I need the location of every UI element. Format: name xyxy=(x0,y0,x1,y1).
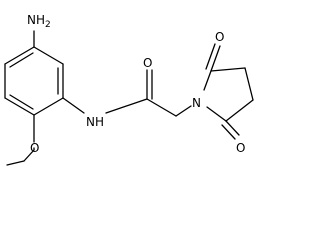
ring-oxygen-bottom-label: O xyxy=(236,141,245,155)
amine-subscript: 2 xyxy=(45,20,51,30)
amine-symbol: NH xyxy=(27,13,45,27)
bond xyxy=(33,97,64,116)
ring-nitrogen-label: N xyxy=(192,96,201,110)
bond xyxy=(206,106,227,122)
amide-nh-label: NH xyxy=(86,115,104,129)
ring-oxygen-top-label: O xyxy=(215,30,224,44)
ether-oxygen-label: O xyxy=(30,141,39,155)
bond xyxy=(244,67,254,101)
chemical-structure: NH2 NH O N O O O xyxy=(4,13,254,166)
bond xyxy=(4,97,35,116)
atom-labels: NH2 NH O N O O O xyxy=(27,13,245,155)
bond xyxy=(62,97,85,114)
bond xyxy=(6,160,25,166)
bond xyxy=(9,94,34,110)
amide-oxygen-label: O xyxy=(143,56,152,70)
bond xyxy=(146,98,177,117)
bond xyxy=(105,98,148,114)
bond xyxy=(225,99,254,122)
bond xyxy=(175,105,192,117)
bonds xyxy=(4,30,254,166)
bond xyxy=(225,120,240,136)
bond xyxy=(9,52,34,68)
bond xyxy=(205,43,216,70)
amine-label: NH2 xyxy=(27,13,51,30)
bond xyxy=(4,46,35,65)
bond xyxy=(203,70,212,91)
bond xyxy=(221,124,236,140)
bond xyxy=(210,67,246,72)
bond xyxy=(23,149,35,162)
bond xyxy=(210,45,221,72)
bond xyxy=(33,46,64,65)
